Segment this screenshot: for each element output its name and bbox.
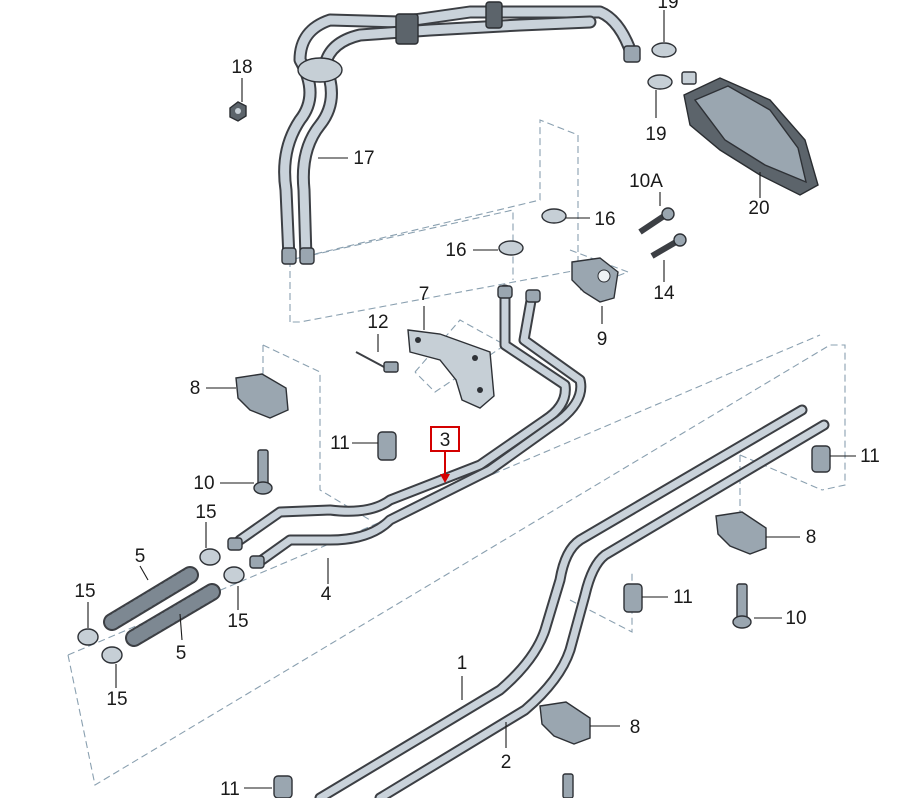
callout-12: 12 [367, 312, 388, 333]
bolt-10[interactable] [253, 449, 752, 798]
callout-1: 1 [457, 653, 468, 674]
callout-17: 17 [353, 148, 374, 169]
pipe-2[interactable] [374, 419, 830, 798]
callout-8-bottom: 8 [630, 717, 641, 738]
callout-16-left: 16 [445, 240, 466, 261]
heater-unit-20[interactable] [681, 71, 819, 196]
callout-10-right: 10 [785, 608, 806, 629]
protective-sleeve-5[interactable] [103, 566, 221, 647]
callout-11-mid: 11 [330, 433, 350, 454]
callout-4: 4 [321, 584, 332, 605]
hose-clamp-16[interactable] [498, 208, 567, 256]
callout-5-lower: 5 [176, 643, 187, 664]
callout-19: 19 [645, 124, 666, 145]
pipe-3[interactable] [234, 284, 571, 546]
highlighted-callout-3[interactable]: 3 [430, 426, 460, 483]
leader-lines [87, 10, 856, 789]
callout-8-top: 8 [190, 378, 201, 399]
nut-18[interactable] [229, 101, 247, 122]
bracket-7[interactable] [407, 329, 495, 409]
callout-labels: 18 19 19 20 17 16 16 10A 14 9 7 12 8 11 … [74, 0, 879, 798]
callout-14: 14 [653, 283, 675, 304]
pipe-holder-9[interactable] [571, 257, 619, 303]
hose-clamp-15[interactable] [77, 548, 245, 664]
grommet-11[interactable] [273, 431, 831, 798]
callout-19-top: 19 [657, 0, 678, 13]
callout-3: 3 [440, 430, 451, 451]
callout-15-mid: 15 [227, 611, 248, 632]
callout-11-right: 11 [860, 446, 880, 467]
arrow-head-icon [440, 474, 450, 483]
callout-2: 2 [501, 752, 512, 773]
callout-11-center: 11 [673, 587, 693, 608]
callout-15-lower: 15 [106, 689, 127, 710]
callout-9: 9 [597, 329, 608, 350]
callout-5-upper: 5 [135, 546, 146, 567]
callout-15-upper: 15 [195, 502, 216, 523]
bolt-14[interactable] [650, 233, 687, 259]
bolt-10A[interactable] [638, 207, 675, 235]
hose-clamp-19[interactable] [647, 42, 677, 90]
pipe-holder-8[interactable] [235, 373, 767, 745]
callout-15-left: 15 [74, 581, 95, 602]
callout-10A: 10A [629, 171, 663, 192]
sensor-12[interactable] [355, 351, 399, 373]
callout-7: 7 [419, 284, 430, 305]
hose-assembly-17[interactable] [278, 1, 641, 265]
pipe-1[interactable] [314, 404, 808, 798]
callout-16-right: 16 [594, 209, 615, 230]
pipe-4[interactable] [256, 289, 587, 566]
callout-8-right: 8 [806, 527, 817, 548]
callout-18: 18 [231, 57, 252, 78]
callout-11-bottom: 11 [220, 779, 240, 798]
callout-10-top: 10 [193, 473, 214, 494]
callout-20: 20 [748, 198, 769, 219]
